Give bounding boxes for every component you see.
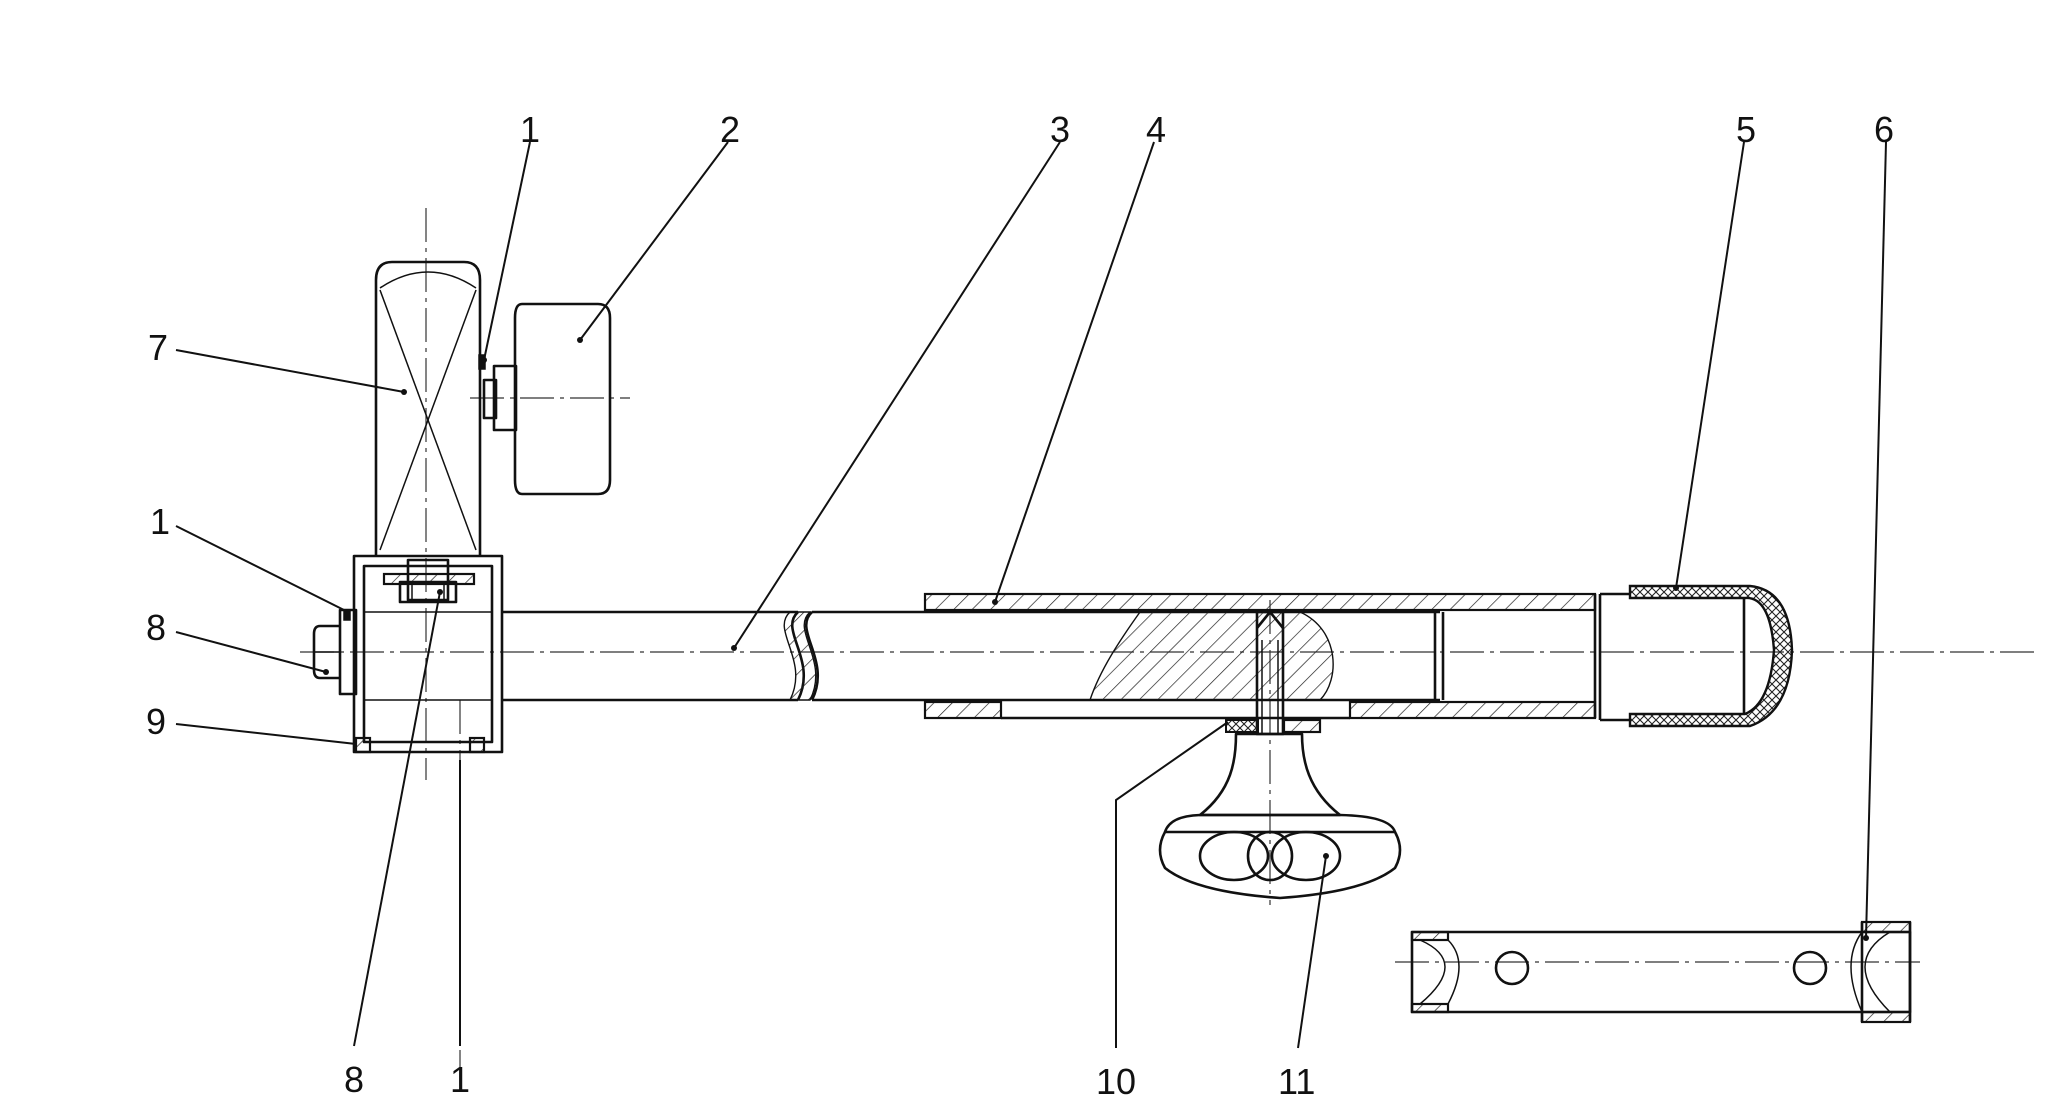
label-3: 3 bbox=[1050, 109, 1070, 150]
callout-labels: 1 2 3 4 5 6 7 1 8 9 8 1 10 11 bbox=[146, 109, 1894, 1102]
label-1-top: 1 bbox=[520, 109, 540, 150]
label-7: 7 bbox=[148, 327, 168, 368]
label-5: 5 bbox=[1736, 109, 1756, 150]
leader-lines bbox=[175, 141, 1887, 1049]
label-1-left: 1 bbox=[150, 501, 170, 542]
part-5-end-cap bbox=[1598, 584, 1794, 728]
part-6-box-spanner bbox=[1410, 920, 1912, 1024]
part-7-disc-holder bbox=[374, 260, 482, 556]
left-housing bbox=[312, 554, 504, 754]
label-8-left: 8 bbox=[146, 607, 166, 648]
label-2: 2 bbox=[720, 109, 740, 150]
label-4: 4 bbox=[1146, 109, 1166, 150]
label-9: 9 bbox=[146, 701, 166, 742]
part-11-knob bbox=[1158, 732, 1402, 900]
label-11: 11 bbox=[1278, 1061, 1315, 1102]
part-2-wheel bbox=[478, 302, 612, 496]
label-6: 6 bbox=[1874, 109, 1894, 150]
part-10-washer bbox=[1225, 718, 1322, 734]
label-8-bottom: 8 bbox=[344, 1059, 364, 1100]
part-4-tube bbox=[923, 592, 1597, 736]
label-10: 10 bbox=[1096, 1061, 1136, 1102]
label-1-bottom: 1 bbox=[450, 1059, 470, 1100]
